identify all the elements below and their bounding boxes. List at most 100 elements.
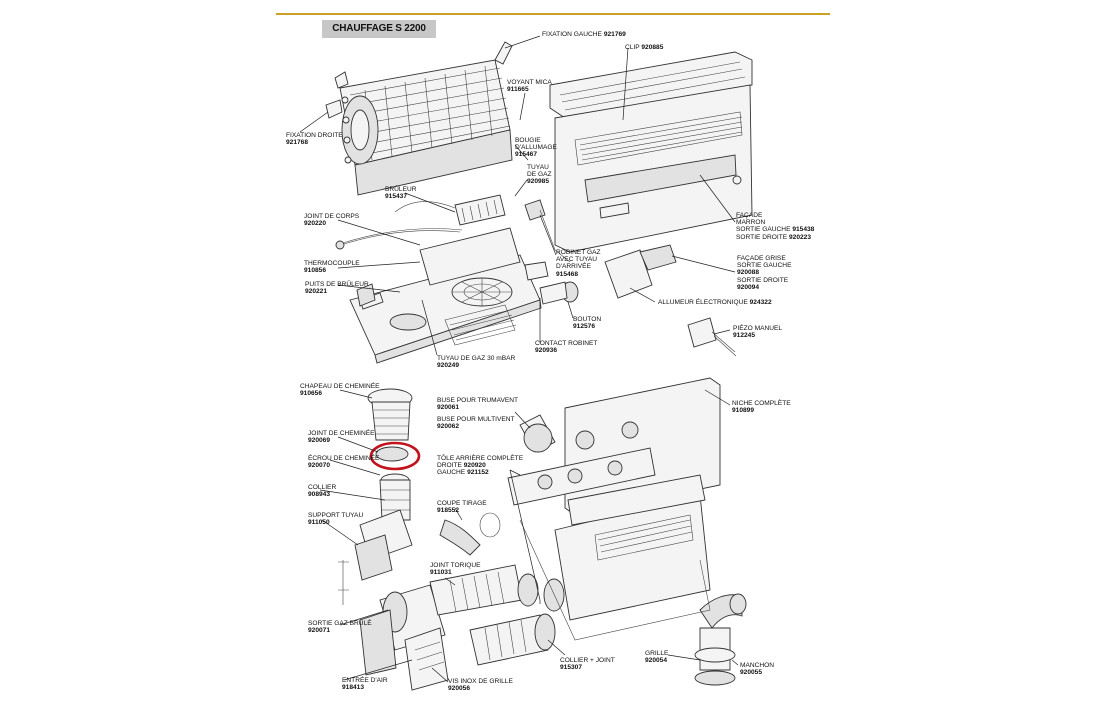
label-text: JOINT DE CORPS xyxy=(304,213,360,220)
part-code: 920069 xyxy=(308,437,331,445)
part-code: 920061 xyxy=(437,404,460,412)
label-text: SUPPORT TUYAU xyxy=(308,512,364,519)
label-text: THERMOCOUPLE xyxy=(304,260,360,267)
part-code: 911665 xyxy=(507,86,529,94)
flue-drawing xyxy=(338,388,747,691)
label-text: NICHE COMPLÈTE xyxy=(732,400,791,407)
part-code: 918413 xyxy=(342,684,365,692)
label-tole: TÔLE ARRIÈRE COMPLÈTE DROITE 920920 GAUC… xyxy=(437,455,523,477)
part-code: 918552 xyxy=(437,507,460,515)
part-code: 920985 xyxy=(527,178,550,186)
label-text: MANCHON xyxy=(740,662,775,669)
part-code: 921768 xyxy=(286,139,309,147)
part-code: 912576 xyxy=(573,323,596,331)
part-code: 920223 xyxy=(789,233,812,241)
label-text: ROBINET GAZ AVEC TUYAU D'ARRIVÉE xyxy=(556,249,601,271)
part-code: 920070 xyxy=(308,462,331,470)
part-code: 920885 xyxy=(641,44,664,51)
label-text: DROITE xyxy=(437,462,462,470)
label-text: TUYAU DE GAZ xyxy=(527,164,552,179)
label-text: PIÉZO MANUEL xyxy=(733,325,783,332)
label-text: JOINT TORIQUE xyxy=(430,562,481,569)
part-code: 920221 xyxy=(305,288,328,296)
part-code: 924322 xyxy=(749,299,772,306)
label-text: VOYANT MICA xyxy=(507,79,552,86)
diagram-title: CHAUFFAGE S 2200 xyxy=(322,20,436,38)
label-text: CHAPEAU DE CHEMINÉE xyxy=(300,383,380,390)
label-text: ALLUMEUR ÉLECTRONIQUE xyxy=(658,299,748,306)
label-text: FIXATION DROITE xyxy=(286,132,343,139)
label-text: SORTIE GAZ BRÛLÉ xyxy=(308,620,372,627)
label-text: GRILLE xyxy=(645,650,669,657)
part-code: 911050 xyxy=(308,519,330,527)
label-text: BUSE POUR MULTIVENT xyxy=(437,416,515,423)
label-text: TUYAU DE GAZ 30 mBAR xyxy=(437,355,516,362)
leader-lines xyxy=(299,35,739,683)
label-text: FAÇADE MARRON xyxy=(736,212,766,227)
part-code: 920249 xyxy=(437,362,460,370)
part-code: 920936 xyxy=(535,347,558,355)
part-code: 912245 xyxy=(733,332,756,340)
label-text: JOINT DE CHEMINÉE xyxy=(308,430,375,437)
label-text: CONTACT ROBINET xyxy=(535,340,598,347)
label-text: GAUCHE xyxy=(437,469,466,477)
label-text: BOUGIE D'ALLUMAGE xyxy=(515,137,557,152)
label-text: FAÇADE GRISE xyxy=(737,255,786,262)
heat-exchanger-drawing xyxy=(325,41,513,196)
label-text: CLIP xyxy=(625,44,640,51)
label-text: BOUTON xyxy=(573,316,602,323)
label-clip: CLIP 920885 xyxy=(625,44,663,51)
part-code: 910656 xyxy=(300,390,323,398)
label-allumeur: ALLUMEUR ÉLECTRONIQUE 924322 xyxy=(658,299,772,306)
part-code: 921152 xyxy=(467,469,489,477)
part-code: 915437 xyxy=(385,193,408,201)
casing-drawing xyxy=(549,51,753,253)
part-code: 910856 xyxy=(304,267,327,275)
part-code: 910899 xyxy=(732,407,755,415)
part-code: 908943 xyxy=(308,491,331,499)
label-text: SORTIE DROITE xyxy=(736,233,788,241)
part-code: 911031 xyxy=(430,569,452,577)
label-text: ENTRÉE D'AIR xyxy=(342,677,388,684)
part-code: 920094 xyxy=(737,283,760,291)
label-facade-grise: FAÇADE GRISE SORTIE GAUCHE 920088 SORTIE… xyxy=(737,255,791,291)
label-fixation-gauche: FIXATION GAUCHE 921769 xyxy=(542,31,626,38)
label-text: BUSE POUR TRUMAVENT xyxy=(437,397,519,404)
part-code: 920220 xyxy=(304,220,327,228)
part-code: 915307 xyxy=(560,664,583,672)
label-text: BRÛLEUR xyxy=(385,186,417,193)
part-code: 920055 xyxy=(740,669,763,677)
label-text: TÔLE ARRIÈRE COMPLÈTE xyxy=(437,455,524,462)
label-text: PUITS DE BRÛLEUR xyxy=(305,281,369,288)
part-code: 915467 xyxy=(515,151,538,159)
part-code: 920054 xyxy=(645,657,668,665)
label-text: COUPE TIRAGE xyxy=(437,500,487,507)
part-code: 921769 xyxy=(603,31,626,38)
label-text: SORTIE DROITE xyxy=(737,276,789,284)
